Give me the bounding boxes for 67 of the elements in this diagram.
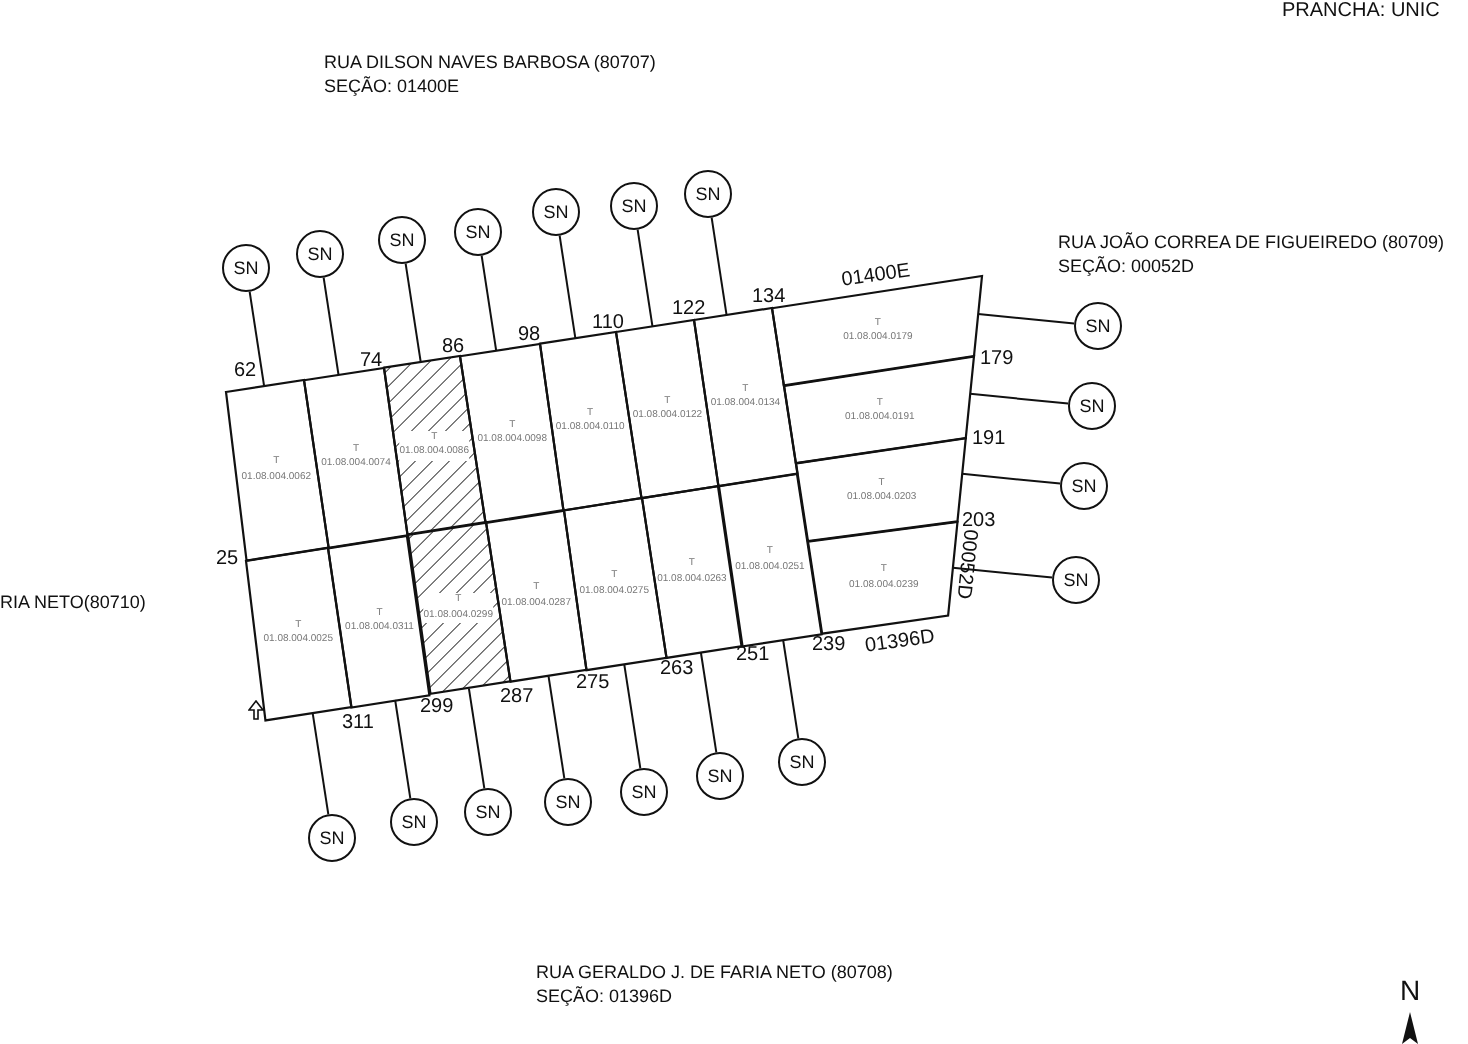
street-name: RUA GERALDO J. DE FARIA NETO (80708) (536, 964, 893, 984)
sn-circle: SN (390, 798, 438, 846)
sn-circle: SN (1052, 556, 1100, 604)
house-number: 287 (500, 686, 534, 708)
house-number: 275 (576, 672, 610, 694)
leader-line (248, 290, 266, 388)
leader-line (977, 313, 1076, 325)
section-code: SEÇÃO: 01396D (536, 988, 673, 1008)
leader-line (467, 687, 486, 790)
sn-circle: SN (778, 738, 826, 786)
house-number: 134 (752, 286, 786, 308)
house-number: 203 (962, 510, 996, 532)
sn-circle: SN (684, 170, 732, 218)
north-label: N (1400, 976, 1421, 1007)
house-number: 311 (342, 712, 374, 734)
sn-circle: SN (544, 778, 592, 826)
section-code: 01400E (840, 260, 912, 292)
house-number: 62 (234, 360, 257, 382)
section-code: SEÇÃO: 00052D (1058, 258, 1195, 278)
lot-parcel (783, 356, 974, 464)
house-number: 191 (972, 428, 1006, 450)
sn-circle: SN (378, 216, 426, 264)
sn-circle: SN (464, 788, 512, 836)
leader-line (710, 216, 728, 317)
house-number: 299 (420, 696, 454, 718)
house-number: 179 (980, 348, 1014, 370)
leader-line (636, 228, 654, 328)
leader-line (394, 699, 412, 800)
street-name: RIA NETO(80710) (0, 594, 146, 614)
sn-circle: SN (296, 230, 344, 278)
leader-line (623, 663, 642, 770)
street-name: RUA JOÃO CORREA DE FIGUEIREDO (80709) (1058, 234, 1445, 254)
sn-circle: SN (620, 768, 668, 816)
section-code: 01396D (863, 626, 937, 658)
sn-circle: SN (1068, 382, 1116, 430)
house-number: 239 (812, 634, 846, 656)
sn-circle: SN (454, 208, 502, 256)
house-number: 74 (360, 350, 383, 372)
sn-circle: SN (696, 752, 744, 800)
leader-line (322, 276, 340, 376)
leader-line (969, 392, 1070, 405)
sn-circle: SN (610, 182, 658, 230)
leader-line (699, 651, 718, 754)
house-number: 122 (672, 298, 706, 320)
house-number: 251 (736, 644, 770, 666)
house-number: 110 (592, 312, 624, 334)
leader-line (782, 639, 800, 740)
house-number: 98 (518, 324, 541, 346)
house-number: 263 (660, 658, 694, 680)
section-code: 00052D (951, 528, 981, 600)
sn-circle: SN (1074, 302, 1122, 350)
leader-line (547, 675, 566, 780)
leader-line (961, 472, 1062, 485)
sn-circle: SN (532, 188, 580, 236)
leader-line (558, 234, 577, 340)
sn-circle: SN (1060, 462, 1108, 510)
leader-line (311, 711, 330, 816)
sn-circle: SN (222, 244, 270, 292)
leader-line (480, 254, 498, 352)
street-name: RUA DILSON NAVES BARBOSA (80707) (324, 54, 656, 74)
house-number: 25 (216, 548, 239, 570)
house-number: 86 (442, 336, 465, 358)
sn-circle: SN (308, 814, 356, 862)
sheet-label: PRANCHA: UNIC (1282, 0, 1440, 22)
leader-line (951, 566, 1054, 579)
section-code: SEÇÃO: 01400E (324, 78, 460, 98)
leader-line (404, 262, 422, 364)
